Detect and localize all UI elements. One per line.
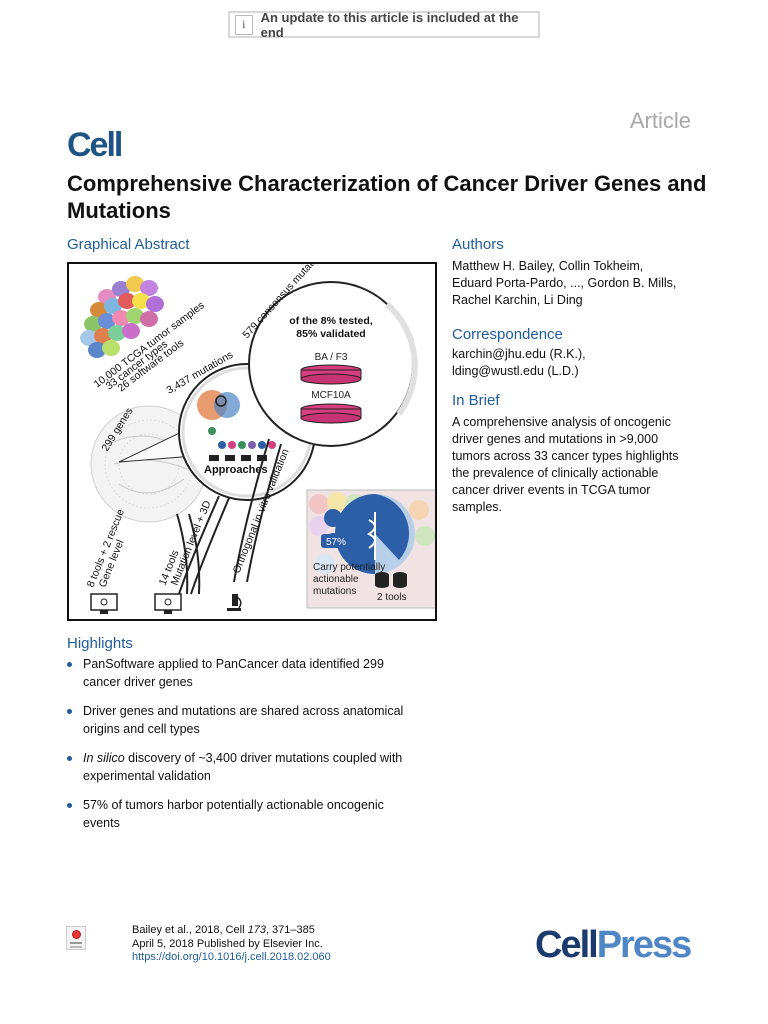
highlight-text: origins and cell types xyxy=(83,721,200,736)
correspondence-heading: Correspondence xyxy=(452,326,563,343)
in-brief-line: samples. xyxy=(452,500,503,514)
citation-pages: , 371–385 xyxy=(265,924,315,936)
tumor-samples-icon xyxy=(80,276,164,358)
email-link[interactable]: lding@wustl.edu (L.D.) xyxy=(452,364,579,378)
carry-label-line2: actionable xyxy=(313,574,359,585)
update-notice-text[interactable]: An update to this article is included at… xyxy=(260,9,519,40)
check-for-updates-icon[interactable] xyxy=(66,926,86,950)
highlight-text: Driver genes and mutations are shared ac… xyxy=(83,704,404,718)
approaches-label: Approaches xyxy=(204,464,268,476)
highlight-item: In silico discovery of ~3,400 driver mut… xyxy=(67,750,437,785)
database-icon xyxy=(375,572,407,588)
in-brief-line: tumors across 33 cancer types highlights xyxy=(452,449,679,463)
validation-magnifier: of the 8% tested, 85% validated BA / F3 … xyxy=(248,281,418,447)
cancer-type-icons xyxy=(208,427,276,461)
info-icon: i xyxy=(235,14,253,35)
cell-line-mcf10a-label: MCF10A xyxy=(311,390,351,401)
computer-icon xyxy=(154,593,182,614)
highlight-text: cancer driver genes xyxy=(83,674,193,689)
highlight-text: discovery of ~3,400 driver mutations cou… xyxy=(124,751,403,765)
cell-line-baf3-label: BA / F3 xyxy=(315,352,348,363)
highlights-list: PanSoftware applied to PanCancer data id… xyxy=(67,656,437,844)
tested-label: of the 8% tested, xyxy=(289,315,373,327)
bullet-icon xyxy=(67,803,72,808)
bullet-icon xyxy=(67,756,72,761)
in-brief-text: A comprehensive analysis of oncogenic dr… xyxy=(452,414,679,516)
highlight-item: Driver genes and mutations are shared ac… xyxy=(67,703,437,738)
actionable-panel: 57% Carry potentially actionable mutatio… xyxy=(306,489,435,609)
doi-link[interactable]: https://doi.org/10.1016/j.cell.2018.02.0… xyxy=(132,951,331,963)
in-brief-line: cancer driver events in TCGA tumor xyxy=(452,483,651,497)
carry-label-line1: Carry potentially xyxy=(313,562,385,573)
highlight-item: 57% of tumors harbor potentially actiona… xyxy=(67,797,437,832)
article-type-label: Article xyxy=(629,108,691,133)
in-brief-heading: In Brief xyxy=(452,392,500,409)
highlight-italic: In silico xyxy=(83,751,125,765)
highlight-text: PanSoftware applied to PanCancer data id… xyxy=(83,657,384,671)
citation-block: Bailey et al., 2018, Cell 173, 371–385 A… xyxy=(132,924,331,965)
graphical-abstract-heading: Graphical Abstract xyxy=(67,236,190,253)
article-title: Comprehensive Characterization of Cancer… xyxy=(67,171,707,223)
graphical-abstract-figure: Approaches of the 8% tested, 85% validat… xyxy=(67,262,437,621)
two-tools-label: 2 tools xyxy=(377,592,406,603)
in-brief-line: A comprehensive analysis of oncogenic xyxy=(452,415,671,429)
in-brief-line: the prevalence of clinically actionable xyxy=(452,466,659,480)
correspondence-emails: karchin@jhu.edu (R.K.), lding@wustl.edu … xyxy=(452,346,586,380)
highlight-text: 57% of tumors harbor potentially actiona… xyxy=(83,798,384,812)
computer-icon xyxy=(90,593,118,614)
validated-label: 85% validated xyxy=(296,328,365,340)
update-notice-banner[interactable]: i An update to this article is included … xyxy=(228,9,540,40)
graphical-abstract-illustration: Approaches of the 8% tested, 85% validat… xyxy=(80,264,435,614)
published-line: April 5, 2018 Published by Elsevier Inc. xyxy=(132,937,323,950)
citation-line: Bailey et al., 2018, Cell 173, 371–385 xyxy=(132,924,331,938)
authors-heading: Authors xyxy=(452,236,504,253)
author-line: Matthew H. Bailey, Collin Tokheim, xyxy=(452,259,644,273)
publisher-logo-part2: Press xyxy=(596,924,693,966)
author-line: Eduard Porta-Pardo, ..., Gordon B. Mills… xyxy=(452,276,677,290)
email-link[interactable]: karchin@jhu.edu (R.K.), xyxy=(452,347,586,361)
highlights-heading: Highlights xyxy=(67,635,133,652)
publisher-logo-part1: Cell xyxy=(535,924,599,966)
publisher-logo: CellPress xyxy=(535,922,693,968)
highlight-item: PanSoftware applied to PanCancer data id… xyxy=(67,656,437,691)
bullet-icon xyxy=(67,662,72,667)
highlight-text: events xyxy=(83,815,120,830)
citation-text: Bailey et al., 2018, Cell xyxy=(132,924,248,936)
journal-logo: Cell xyxy=(67,126,123,164)
bullet-icon xyxy=(67,709,72,714)
in-brief-line: driver genes and mutations in >9,000 xyxy=(452,432,659,446)
citation-volume: 173 xyxy=(247,924,266,936)
author-line: Rachel Karchin, Li Ding xyxy=(452,293,583,307)
authors-list: Matthew H. Bailey, Collin Tokheim, Eduar… xyxy=(452,258,676,309)
percent-label: 57% xyxy=(326,537,346,548)
carry-label-line3: mutations xyxy=(313,586,356,597)
microscope-icon xyxy=(227,594,242,611)
highlight-text: experimental validation xyxy=(83,768,211,783)
